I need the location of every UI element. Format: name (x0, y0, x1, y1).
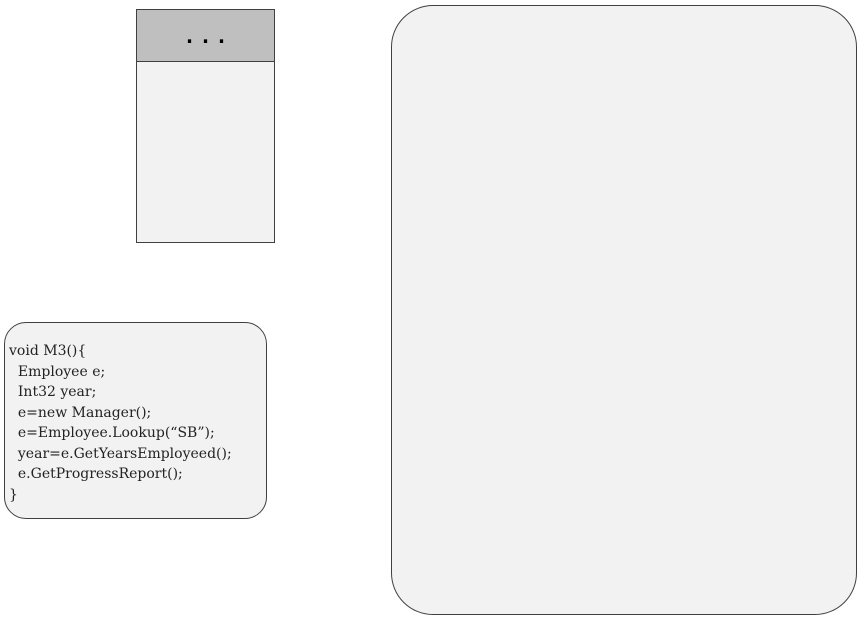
code-line: e=Employee.Lookup(“SB”); (9, 425, 215, 441)
thread-stack-frame: ... (136, 9, 275, 243)
code-line: e=new Manager(); (9, 404, 152, 421)
code-lines: void M3(){ Employee e; Int32 year; e=new… (9, 341, 232, 505)
code-line: Employee e; (9, 363, 106, 380)
stack-frame-ellipsis: ... (183, 23, 232, 48)
code-line: Int32 year; (9, 384, 97, 400)
stack-frame-body (137, 62, 274, 242)
managed-heap-area (391, 5, 857, 615)
stack-frame-header: ... (137, 10, 274, 62)
code-snippet-box: void M3(){ Employee e; Int32 year; e=new… (4, 322, 267, 519)
code-line: e.GetProgressReport(); (9, 466, 183, 482)
code-line: year=e.GetYearsEmployeed(); (9, 445, 232, 462)
code-line: } (9, 486, 18, 503)
code-line: void M3(){ (9, 343, 87, 359)
